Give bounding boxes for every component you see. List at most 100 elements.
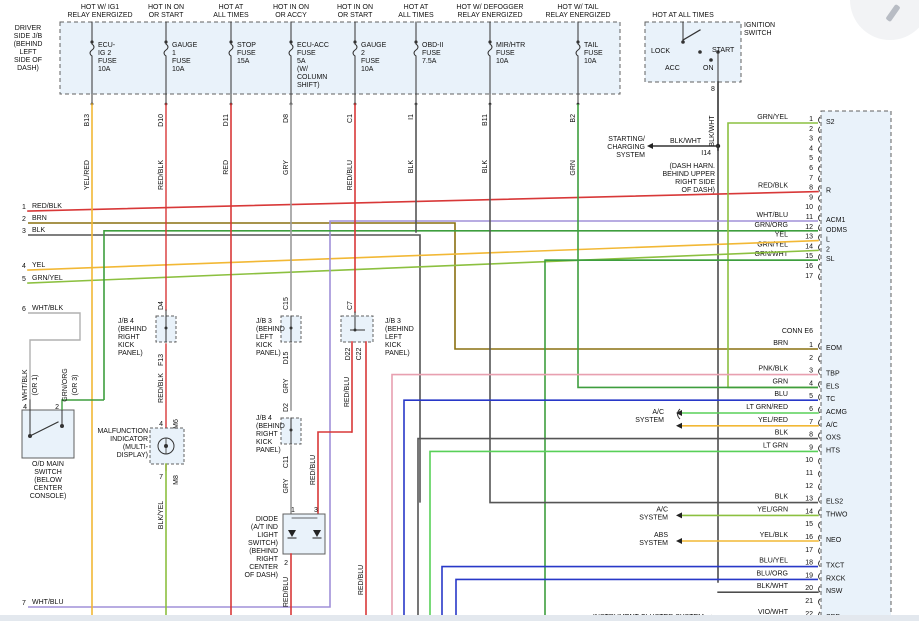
mil-conn: M8 — [173, 475, 180, 485]
ecm-pin-number: 18 — [805, 560, 813, 567]
jb4-mid-label: PANEL) — [256, 447, 281, 454]
fuse-label: FUSE — [422, 50, 441, 57]
ecm-terminal-label: TBP — [826, 371, 840, 378]
pin-contact — [818, 509, 821, 516]
jb-wire-label: RED/BLK — [158, 373, 165, 403]
ecm-terminal-label: OXS — [826, 435, 841, 442]
jb-pin: F13 — [158, 354, 165, 366]
ecm-connector-box — [820, 110, 892, 620]
ecm-pin-number: 14 — [805, 243, 813, 250]
fuse-header-text: HOT W/ IG1 — [81, 4, 119, 11]
ecm-pin-number: 15 — [805, 253, 813, 260]
fuse-wire-label: YEL/RED — [84, 160, 91, 190]
ecm-pin-number: 16 — [805, 534, 813, 541]
circuit-wire-label: RED/BLK — [32, 203, 62, 210]
jb-wire-label: GRY — [283, 478, 290, 493]
wire-wht-blk — [28, 312, 81, 400]
fuse-header-text: HOT AT — [219, 4, 244, 11]
fuse-label: SHIFT) — [297, 82, 320, 89]
ecm-pin-number: 16 — [805, 263, 813, 270]
ecm-wire-label: RED/BLK — [758, 183, 788, 190]
starting-wire-label: BLK/WHT — [670, 138, 702, 145]
jb4-mid-label: KICK — [256, 439, 273, 446]
fuse-label: 5A — [297, 58, 306, 65]
ecm-terminal-label: THWO — [826, 511, 848, 518]
pin-contact — [818, 195, 821, 202]
jb-pin: D22 — [345, 347, 352, 360]
fuse-pin-label: I1 — [408, 114, 415, 120]
diode-label: (BEHIND — [249, 548, 278, 555]
wire-blk-oxs — [417, 437, 818, 619]
ignition-header: HOT AT ALL TIMES — [652, 12, 714, 19]
fuse-wire-label: RED — [223, 160, 230, 175]
pin-contact — [818, 214, 821, 222]
jb-node — [289, 326, 293, 330]
fuse-label: GAUGE — [361, 42, 387, 49]
ac-system-label: SYSTEM — [635, 417, 664, 424]
pin-contact — [818, 585, 821, 593]
jb-wire-label: GRY — [283, 378, 290, 393]
pin-contact — [818, 547, 821, 555]
wire-yel — [27, 239, 819, 271]
od-pin: 4 — [23, 404, 27, 411]
fuse-pin-label: B2 — [570, 114, 577, 123]
fuse-label: 10A — [584, 58, 597, 65]
jb4-top-label: J/B 4 — [118, 318, 134, 325]
ecm-terminal-label: NSW — [826, 588, 843, 595]
pin-contact — [818, 342, 821, 350]
ecm-terminal-label: NEO — [826, 537, 842, 544]
fuse-wire-label: RED/BLK — [158, 160, 165, 190]
pin-contact — [818, 126, 821, 134]
fuse-label: IG 2 — [98, 50, 111, 57]
fuse-label: 10A — [361, 66, 374, 73]
jb4-mid-label: RIGHT — [256, 431, 279, 438]
fuse-pin-label: B13 — [84, 114, 91, 127]
ecm-wire-label: GRN/ORG — [755, 222, 788, 229]
pin-contact — [818, 204, 821, 212]
diode-icon — [288, 530, 296, 537]
ecm-pin-number: 6 — [809, 165, 813, 172]
bottom-scroll-strip[interactable] — [0, 615, 919, 621]
fuse-label: FUSE — [496, 50, 515, 57]
fuse-icon — [413, 43, 419, 57]
wire-lt-grn — [429, 450, 818, 619]
starting-system-label: STARTING/ — [608, 136, 645, 143]
wire-pnk-blk — [391, 373, 818, 619]
fuse-header-text: HOT AT — [404, 4, 429, 11]
ecm-terminal-label: ELS2 — [826, 499, 843, 506]
abs-system-label: ABS — [654, 532, 668, 539]
ecm-pin-number: 9 — [809, 194, 813, 201]
ecm-pin-number: 5 — [809, 393, 813, 400]
diode-label: LIGHT — [257, 532, 278, 539]
fuse-label: COLUMN — [297, 74, 327, 81]
wire-grn-wht — [544, 259, 818, 619]
fuse-label: FUSE — [172, 58, 191, 65]
mil-label: INDICATOR — [110, 436, 148, 443]
ignition-node — [698, 50, 702, 54]
fuse-pin-label: D11 — [223, 114, 230, 126]
ignition-contact — [682, 29, 701, 41]
ecm-wire-label: LT GRN/RED — [746, 404, 788, 411]
ecm-wire-label: PNK/BLK — [758, 366, 788, 373]
ecm-wire-label: BLK/WHT — [757, 583, 789, 590]
pin-contact — [818, 224, 821, 232]
fuse-icon — [487, 43, 493, 57]
ignition-label: SWITCH — [744, 30, 772, 37]
pin-contact — [818, 432, 821, 439]
arrow-left-icon — [676, 512, 682, 519]
fuse-label: FUSE — [237, 50, 256, 57]
fuse-icon — [228, 43, 234, 57]
ecm-pin-number: 7 — [809, 175, 813, 182]
abs-system-label: SYSTEM — [639, 540, 668, 547]
fuse-wire-label: RED/BLU — [347, 160, 354, 190]
circuit-number: 2 — [22, 216, 26, 223]
wire-blu-org — [455, 578, 818, 619]
jb3-right-label: PANEL) — [385, 350, 410, 357]
ecm-terminal-label: HTS — [826, 447, 840, 454]
ecm-wire-label: YEL/BLK — [760, 532, 789, 539]
jb3-right-box — [340, 315, 374, 343]
mil-pin: 4 — [159, 421, 163, 428]
ecm-wire-label: GRN/WHT — [755, 251, 789, 258]
fuse-label: 10A — [98, 66, 111, 73]
fuse-node — [90, 40, 94, 44]
